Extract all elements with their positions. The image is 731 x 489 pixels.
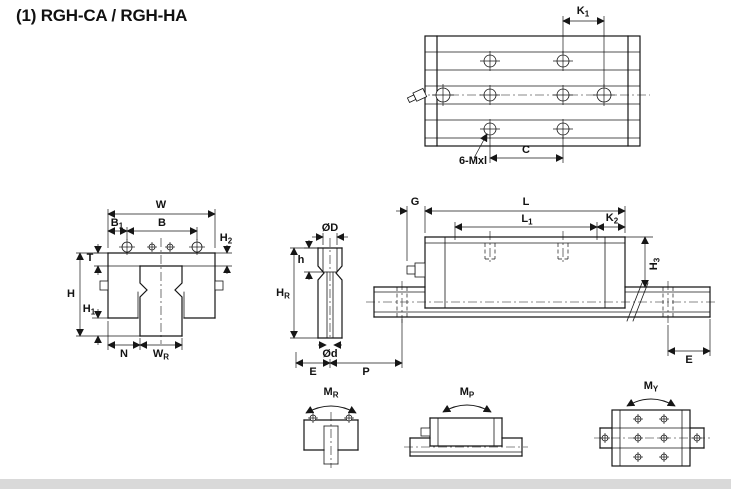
note-6mxl: 6-Mxl: [459, 155, 487, 167]
rail-profile-left: [139, 265, 148, 337]
dim-label-b: B: [158, 217, 166, 229]
dim-label-k2-base: K: [606, 212, 614, 224]
rail-hole: [691, 432, 703, 444]
label-mr-base: M: [324, 386, 333, 398]
rail-profile-right: [174, 265, 183, 337]
dim-label-wr-sub: R: [163, 353, 169, 362]
moment-my-view: MY: [594, 380, 710, 467]
dim-label-b1: B1: [111, 217, 124, 231]
dim-label-l1-sub: 1: [528, 218, 533, 227]
top-view: K1 C 6-Mxl: [406, 5, 650, 167]
dim-label-l1: L1: [521, 213, 533, 227]
dim-label-h1-base: H: [83, 303, 91, 315]
pitch-moment-arrow: [442, 404, 492, 413]
bolt-hole: [146, 241, 158, 253]
grease-nipple-top: [406, 87, 428, 103]
dim-label-h1: H1: [83, 303, 96, 317]
grease-nipple-side: [406, 262, 426, 278]
dim-label-p: P: [362, 366, 369, 378]
dim-label-t: T: [87, 252, 94, 264]
dim-label-wr: WR: [153, 348, 169, 362]
dim-label-h3-sub: 3: [653, 257, 662, 262]
dim-label-hr-sub: R: [284, 292, 290, 301]
dim-label-h: H: [67, 288, 75, 300]
dim-label-od-through: Ød: [322, 348, 337, 360]
dim-label-k1-sub: 1: [585, 10, 590, 19]
label-my: MY: [644, 380, 659, 394]
dim-label-hr: HR: [276, 287, 290, 301]
grease-nipple-mini: [420, 427, 431, 437]
dim-label-hr-base: H: [276, 287, 284, 299]
dim-label-h3: H3: [648, 257, 662, 270]
dim-label-h2-base: H: [220, 232, 228, 244]
moment-mp-view: MP: [404, 386, 528, 457]
label-mp: MP: [460, 386, 475, 400]
rail-section-view: ØD h HR Ød E P: [276, 222, 403, 378]
roll-moment-arrow: [305, 405, 357, 414]
dim-label-l: L: [523, 196, 530, 208]
label-mr: MR: [324, 386, 339, 400]
label-my-base: M: [644, 380, 653, 392]
side-view: G L L1 K2 H3 E: [366, 196, 718, 366]
dim-label-h2: H2: [220, 232, 233, 246]
moment-mr-view: MR: [303, 386, 359, 468]
dim-label-h-counterbore: h: [298, 254, 305, 266]
front-view: W B1 B T H H1: [67, 199, 233, 362]
label-mr-sub: R: [333, 391, 339, 400]
dim-label-e-left: E: [309, 366, 316, 378]
yaw-moment-arrow: [626, 398, 676, 407]
dim-label-c: C: [522, 144, 530, 156]
dim-label-h1-sub: 1: [91, 308, 96, 317]
dim-label-od: ØD: [322, 222, 339, 234]
dim-label-w: W: [156, 199, 167, 211]
dim-label-l1-base: L: [521, 213, 528, 225]
page-title: (1) RGH-CA / RGH-HA: [16, 6, 188, 25]
dim-label-k2-sub: 2: [614, 217, 619, 226]
dim-label-wr-base: W: [153, 348, 164, 360]
dim-label-e-right: E: [685, 354, 692, 366]
bolt-hole: [343, 412, 355, 424]
bolt-hole: [307, 412, 319, 424]
dim-label-b1-base: B: [111, 217, 119, 229]
dim-label-k1-base: K: [577, 5, 585, 17]
dim-label-g: G: [411, 196, 420, 208]
grease-port-left: [99, 280, 109, 291]
dim-label-k1: K1: [577, 5, 590, 19]
label-mp-base: M: [460, 386, 469, 398]
footer-bar: [0, 479, 731, 489]
dim-label-k2: K2: [606, 212, 619, 226]
label-mp-sub: P: [469, 391, 475, 400]
grease-port-right: [214, 280, 224, 291]
dim-label-b1-sub: 1: [119, 222, 124, 231]
rail-hole: [599, 432, 611, 444]
dim-label-h3-base: H: [648, 262, 660, 270]
dim-label-n: N: [120, 348, 128, 360]
bolt-hole: [164, 241, 176, 253]
dim-label-h2-sub: 2: [228, 237, 233, 246]
label-my-sub: Y: [653, 385, 659, 394]
